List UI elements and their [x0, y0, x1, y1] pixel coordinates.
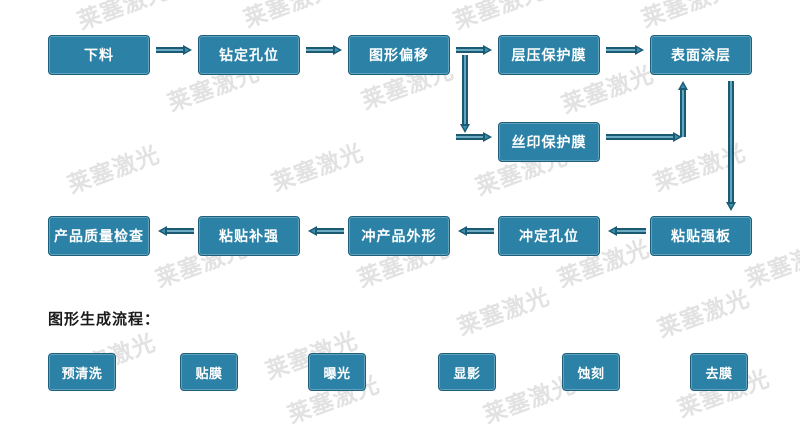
- watermark-text: 莱塞激光: [654, 285, 754, 344]
- line-branch-down: [460, 55, 470, 135]
- watermark-text: 莱塞激光: [240, 0, 340, 34]
- arrow-biaomiantuceng-to-zhantieqiangban: [726, 81, 736, 213]
- node-chongchanpinwaixing[interactable]: 冲产品外形: [348, 216, 450, 256]
- node-chanpinzhiliangjiancha[interactable]: 产品质量检查: [48, 216, 150, 256]
- watermark-text: 莱塞激光: [638, 0, 738, 34]
- watermark-text: 莱塞激光: [64, 141, 164, 200]
- node-shike[interactable]: 蚀刻: [562, 353, 620, 391]
- arrow-xialiao-to-zuandingkongwei: [156, 45, 194, 55]
- node-zhantiebuqiang[interactable]: 粘贴补强: [198, 216, 300, 256]
- arrow-zhantieqiangban-to-chongdingkongwei: [608, 226, 648, 236]
- arrow-zuandingkongwei-to-tuxingpianyi: [306, 45, 344, 55]
- arrow-siyinbaohumo-to-biaomiantuceng: [606, 132, 684, 142]
- node-tuxingpianyi[interactable]: 图形偏移: [348, 35, 450, 75]
- arrow-tuxingpianyi-to-cengyabaohumo: [456, 45, 494, 55]
- watermark-text: 莱塞激光: [268, 139, 368, 198]
- node-xianying[interactable]: 显影: [438, 353, 496, 391]
- arrow-up-to-biaomiantuceng: [678, 81, 688, 139]
- arrow-cengyabaohumo-to-biaomiantuceng: [606, 45, 646, 55]
- node-biaomiantuceng[interactable]: 表面涂层: [650, 35, 752, 75]
- node-xialiao[interactable]: 下料: [48, 35, 150, 75]
- node-siyinbaohumo[interactable]: 丝印保护膜: [498, 122, 600, 162]
- watermark-text: 莱塞激光: [454, 283, 554, 342]
- node-zhantieqiangban[interactable]: 粘贴强板: [650, 216, 752, 256]
- node-tiemo[interactable]: 贴膜: [180, 353, 238, 391]
- node-cengyabaohumo[interactable]: 层压保护膜: [498, 35, 600, 75]
- node-zuandingkongwei[interactable]: 钻定孔位: [198, 35, 300, 75]
- arrow-zhantiebuqiang-to-zhiliangjiancha: [158, 226, 196, 236]
- node-chongdingkongwei[interactable]: 冲定孔位: [498, 216, 600, 256]
- node-baoguang[interactable]: 曝光: [308, 353, 366, 391]
- arrow-chongdingkongwei-to-chongchanpin: [458, 226, 496, 236]
- node-qumo[interactable]: 去膜: [690, 353, 748, 391]
- watermark-text: 莱塞激光: [450, 0, 550, 36]
- watermark-text: 莱塞激光: [74, 0, 174, 36]
- node-yuqingxi[interactable]: 预清洗: [48, 353, 116, 391]
- section-caption: 图形生成流程：: [48, 310, 161, 328]
- arrow-chongchanpin-to-zhantiebuqiang: [308, 226, 346, 236]
- arrow-branch-to-siyinbaohumo: [456, 132, 494, 142]
